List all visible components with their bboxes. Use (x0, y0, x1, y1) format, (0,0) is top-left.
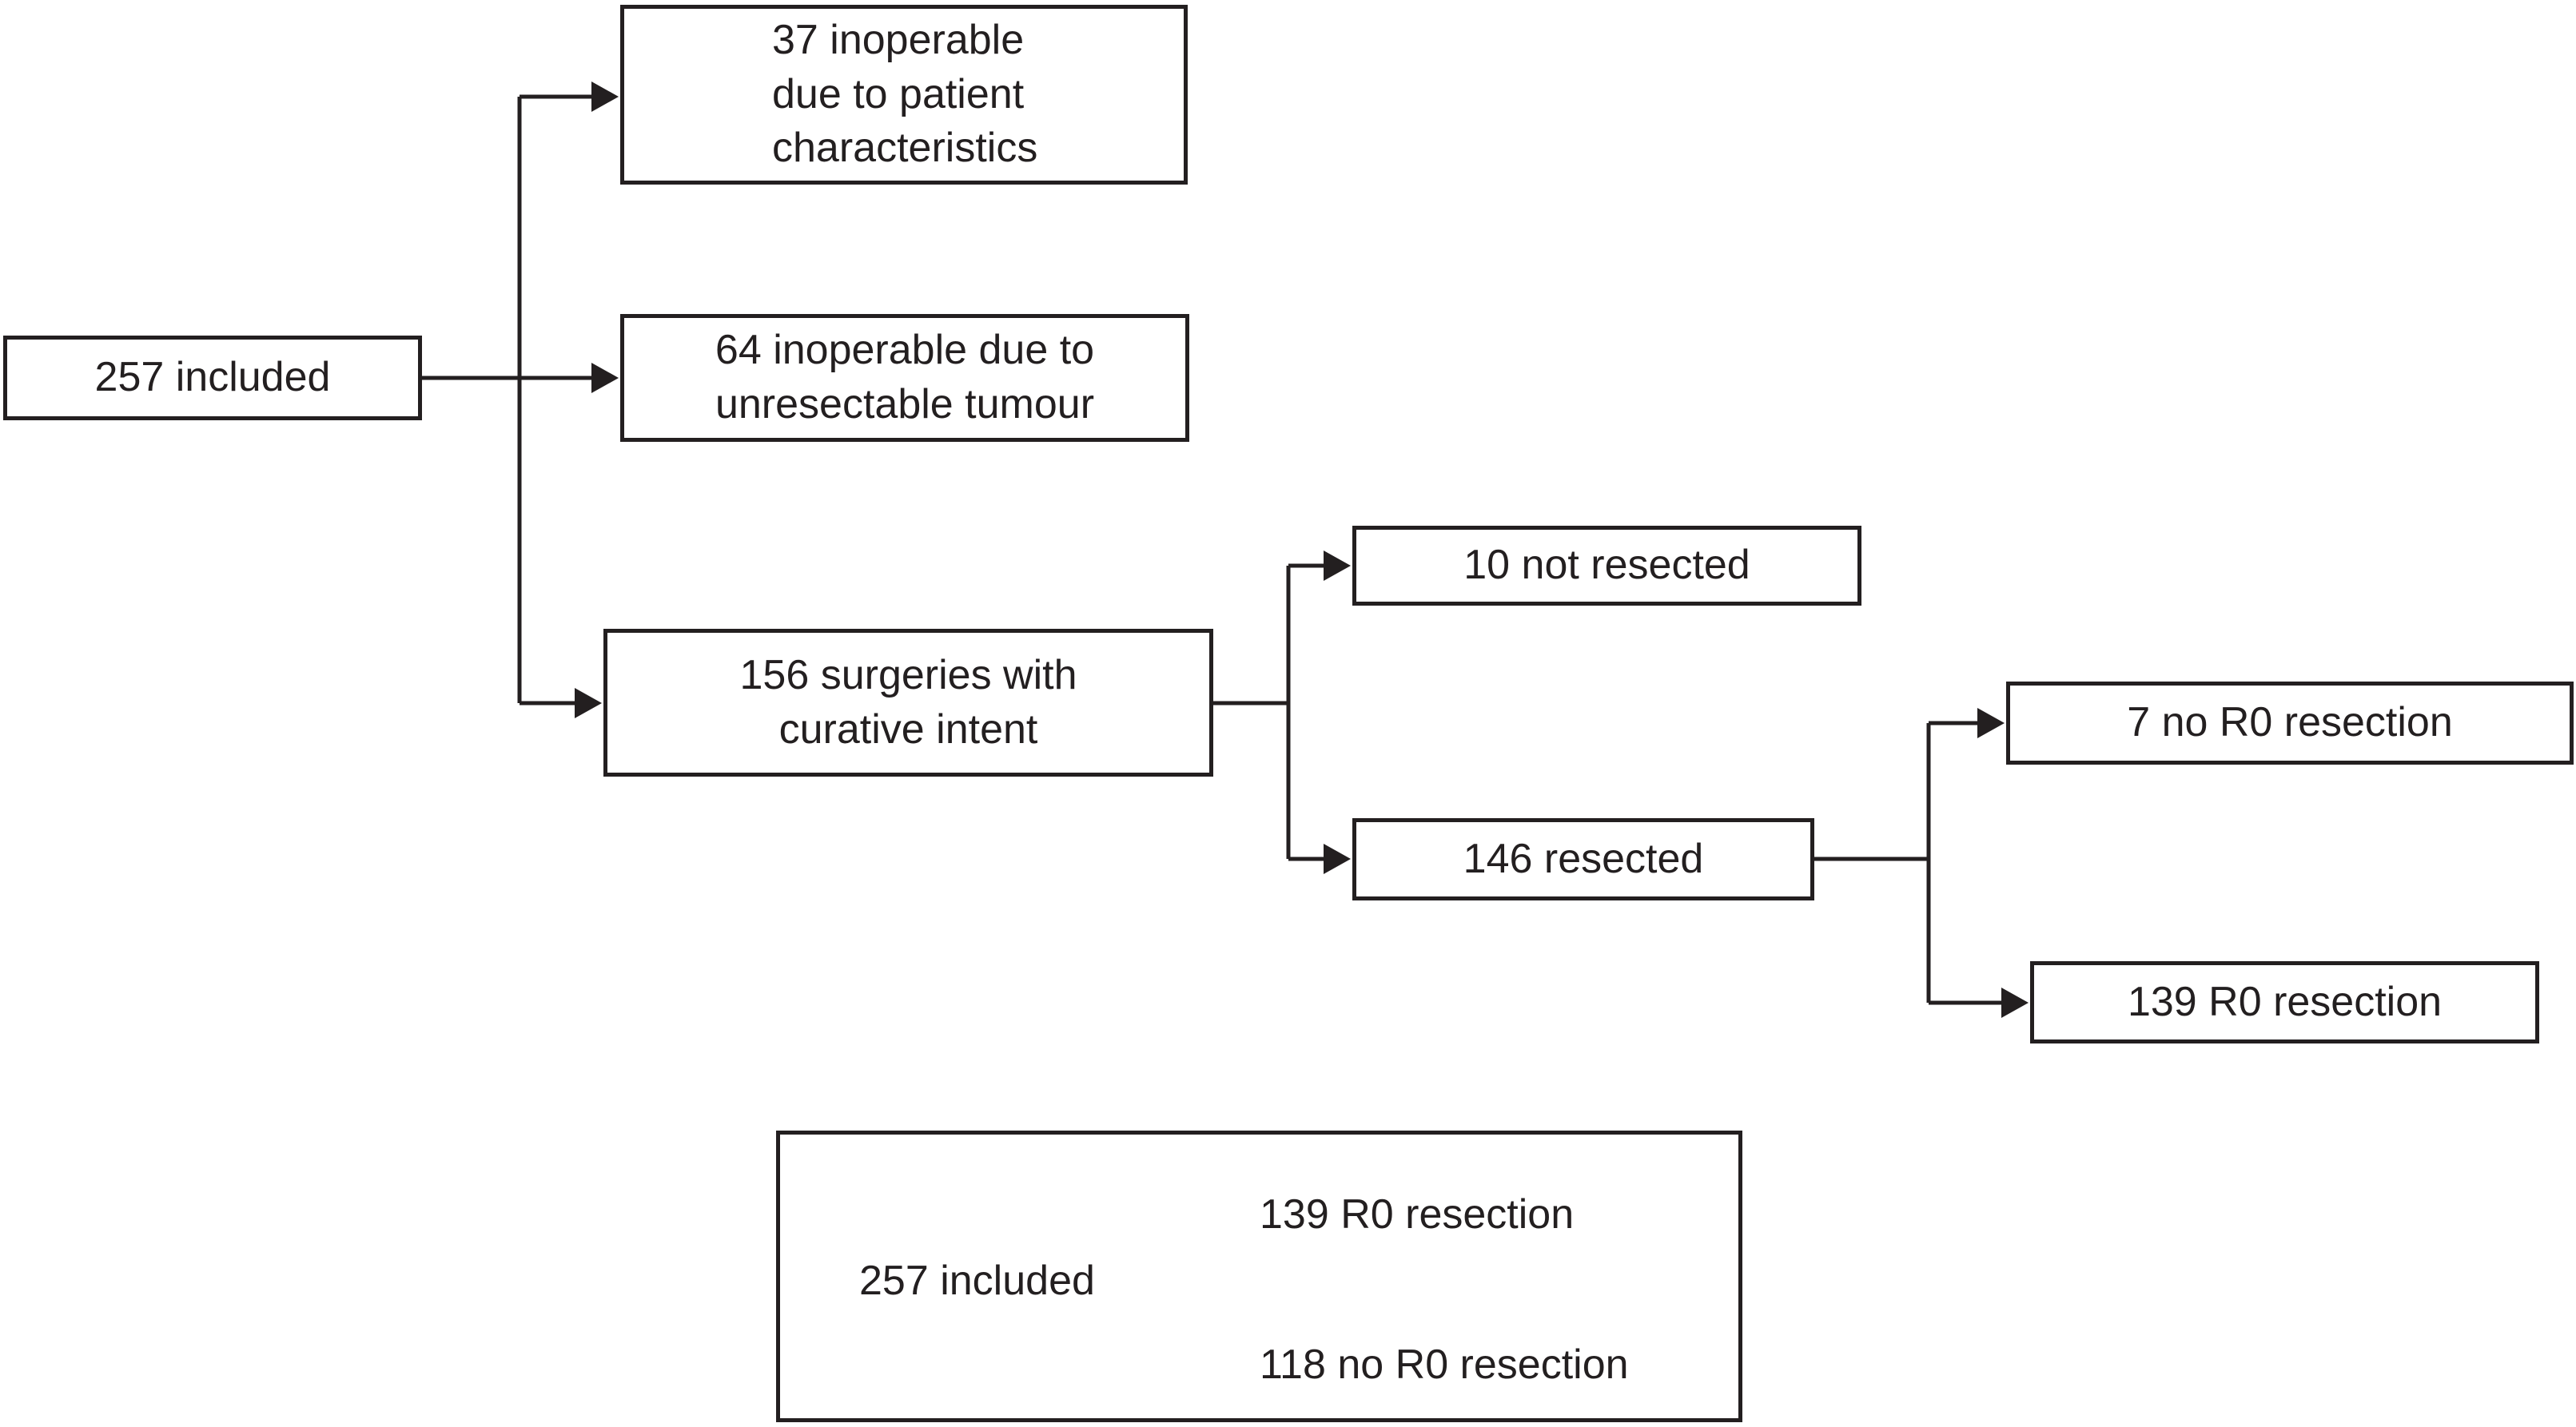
summary-included-label: 257 included (859, 1258, 1095, 1304)
node-inoperable-patient: 37 inoperable due to patient characteris… (620, 5, 1188, 185)
arrowhead-resected (1324, 844, 1351, 874)
node-inoperable-tumour: 64 inoperable due to unresectable tumour (620, 314, 1189, 442)
node-not-resected: 10 not resected (1352, 526, 1861, 606)
summary-panel: 257 included 139 R0 resection 118 no R0 … (776, 1131, 1742, 1422)
arrowhead-inoperable-tumour (591, 363, 619, 393)
summary-no-r0-label: 118 no R0 resection (1260, 1342, 1629, 1388)
arrowhead-no-r0 (1977, 708, 2005, 738)
node-r0-resection: 139 R0 resection (2030, 961, 2539, 1043)
node-included: 257 included (3, 336, 422, 420)
arrowhead-r0 (2001, 988, 2029, 1018)
arrowhead-not-resected (1324, 551, 1351, 581)
node-resected: 146 resected (1352, 818, 1814, 900)
node-curative-surgery: 156 surgeries with curative intent (603, 629, 1213, 777)
summary-r0-label: 139 R0 resection (1260, 1191, 1575, 1238)
node-no-r0-resection: 7 no R0 resection (2006, 682, 2574, 765)
arrowhead-inoperable-patient (591, 81, 619, 112)
arrowhead-curative-surgery (575, 688, 602, 718)
